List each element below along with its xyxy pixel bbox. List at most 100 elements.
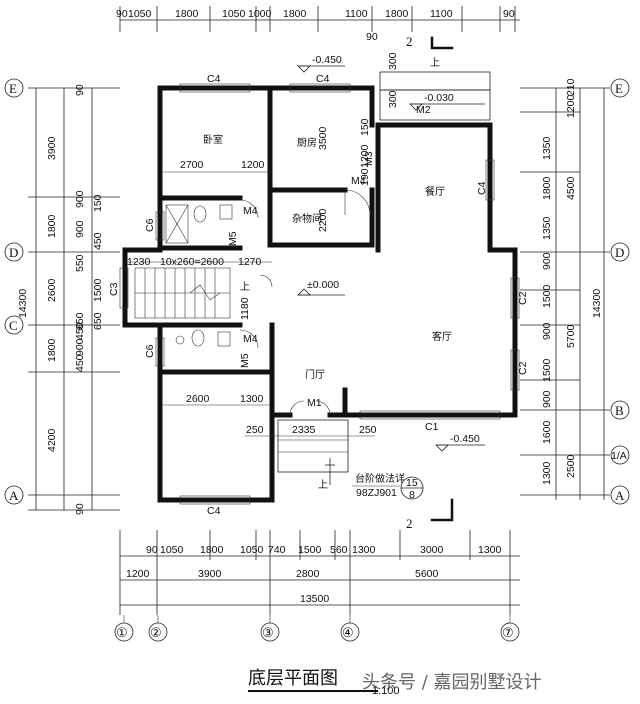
- dim-left-in-0: 900: [74, 220, 86, 238]
- title-underline: [248, 690, 378, 692]
- dim-bot-7: 1300: [352, 544, 376, 556]
- dim-right-in-10: 1600: [541, 420, 553, 444]
- dim-top-2: 1800: [175, 8, 199, 20]
- dim-2335: 2335: [292, 424, 316, 436]
- dim-right-in-1: 1200: [565, 94, 577, 118]
- dim-right-in-4: 1350: [541, 216, 553, 240]
- dim-top-7: 1800: [385, 8, 409, 20]
- dim-1270: 1270: [238, 256, 262, 268]
- label-c3: C3: [108, 282, 120, 296]
- top-dimension-chain: 90 1050 1800 1050 1000 1800 1100 1800 11…: [116, 6, 520, 43]
- dim-right-in-3: 1800: [541, 176, 553, 200]
- dim-top-0: 90: [116, 8, 128, 20]
- axis-3: ③: [262, 625, 274, 640]
- dim-right-in-7: 900: [541, 322, 553, 340]
- dim-top-9: 90: [503, 8, 515, 20]
- label-c2-a: C2: [517, 291, 529, 305]
- axis-b-right: B: [615, 403, 624, 418]
- dim-2600: 2600: [186, 393, 210, 405]
- dim-1180: 1180: [239, 297, 251, 320]
- dim-250b: 250: [359, 424, 377, 436]
- dim-1200a: 1200: [241, 159, 265, 171]
- dim-1200b: 1200: [359, 144, 371, 168]
- dim-top-sub: 90: [366, 31, 378, 43]
- room-utility: 杂物间: [292, 212, 322, 225]
- level-porch: -0.030: [424, 92, 454, 104]
- level-floor: ±0.000: [307, 279, 339, 291]
- label-c6-a: C6: [144, 218, 156, 232]
- dim-bot2-3: 5600: [415, 568, 439, 580]
- level-markers: -0.450 -0.030 ±0.000 -0.450: [297, 54, 485, 452]
- axis-2: ②: [150, 625, 162, 640]
- label-c6-b: C6: [144, 344, 156, 358]
- axis-1a-right: 1/A: [611, 450, 627, 462]
- dim-right-total: 14300: [591, 289, 603, 318]
- dim-left-in-6: 900: [74, 338, 86, 356]
- dim-right-in-9: 900: [541, 390, 553, 408]
- dim-right-in-11: 1300: [541, 461, 553, 485]
- label-m1: M1: [307, 397, 322, 409]
- interior-dimensions: 2700 1200 3500 2200 1200 190 150 1230 10…: [125, 52, 399, 437]
- bottom-dimension-chains: 90 1050 1800 1050 740 1500 560 1300 3000…: [119, 530, 520, 615]
- bathroom-fixtures: [165, 204, 233, 347]
- axis-d-left: D: [9, 245, 18, 260]
- dim-bot-2: 1800: [200, 544, 224, 556]
- dim-bot-5: 1500: [298, 544, 322, 556]
- ref-note: 台阶做法详: [355, 472, 405, 485]
- ref-code: 98ZJ901: [356, 487, 397, 499]
- dim-bot2-0: 1200: [126, 568, 150, 580]
- label-c4-a: C4: [207, 73, 221, 85]
- drawing-scale: 1:100: [372, 685, 400, 697]
- axis-e-left: E: [9, 81, 17, 96]
- dim-right-in-2: 1350: [541, 136, 553, 160]
- dim-right-mid-0: 4500: [565, 176, 577, 200]
- dim-top-3: 1050: [222, 8, 246, 20]
- dim-bot-0: 90: [146, 544, 158, 556]
- dim-left-3900: 3900: [46, 136, 58, 160]
- dim-top-8: 1100: [430, 8, 453, 20]
- dim-left-1800: 1800: [46, 214, 58, 238]
- label-m4-b: M4: [243, 205, 258, 217]
- dim-left-in-12: 650: [92, 312, 104, 330]
- up-mark-a: 上: [430, 57, 440, 69]
- doors: [239, 189, 371, 416]
- dim-top-5: 1800: [283, 8, 307, 20]
- dim-left-4200: 4200: [46, 428, 58, 452]
- label-m5-b: M5: [239, 353, 251, 368]
- axis-a-left: A: [9, 488, 19, 503]
- dim-bot-4: 740: [268, 544, 286, 556]
- axis-1: ①: [116, 625, 128, 640]
- dim-1230: 1230: [127, 256, 151, 268]
- dim-right-in-6: 1500: [541, 284, 553, 308]
- dim-left-2600: 2600: [46, 278, 58, 302]
- front-steps: [277, 419, 349, 485]
- dim-top-1: 1050: [128, 8, 152, 20]
- dim-stair: 10x260=2600: [160, 256, 224, 268]
- dim-left-in-3: 1500: [92, 278, 104, 302]
- dim-left-in-8: 90: [74, 84, 86, 96]
- level-top: -0.450: [312, 54, 342, 66]
- label-c1: C1: [425, 421, 439, 433]
- dim-left-in-9: 90: [74, 503, 86, 515]
- label-m4-c: M4: [243, 333, 258, 345]
- axis-c-left: C: [9, 318, 18, 333]
- horizontal-axis-markers: E D C A E D B 1/A A: [4, 78, 630, 505]
- axis-7: ⑦: [502, 625, 514, 640]
- label-m3: M3: [363, 151, 375, 166]
- axis-d-right: D: [615, 245, 624, 260]
- label-c4-c: C4: [207, 505, 221, 517]
- level-bottom: -0.450: [450, 433, 480, 445]
- drawing-title: 底层平面图: [248, 668, 338, 689]
- dim-bot2-1: 3900: [198, 568, 222, 580]
- dim-bot-9: 1300: [478, 544, 502, 556]
- watermark-text: 头条号 / 嘉园别墅设计: [362, 672, 542, 693]
- dim-bot-total: 13500: [300, 593, 329, 605]
- staircase: [134, 267, 231, 319]
- dim-bot-3: 1050: [240, 544, 264, 556]
- axis-e-right: E: [615, 81, 623, 96]
- dim-190: 190: [359, 168, 371, 186]
- dim-top-6: 1100: [345, 8, 368, 20]
- dim-right-in-0: 210: [565, 78, 577, 96]
- ref-num: 15: [406, 477, 418, 489]
- dim-bot-1: 1050: [160, 544, 184, 556]
